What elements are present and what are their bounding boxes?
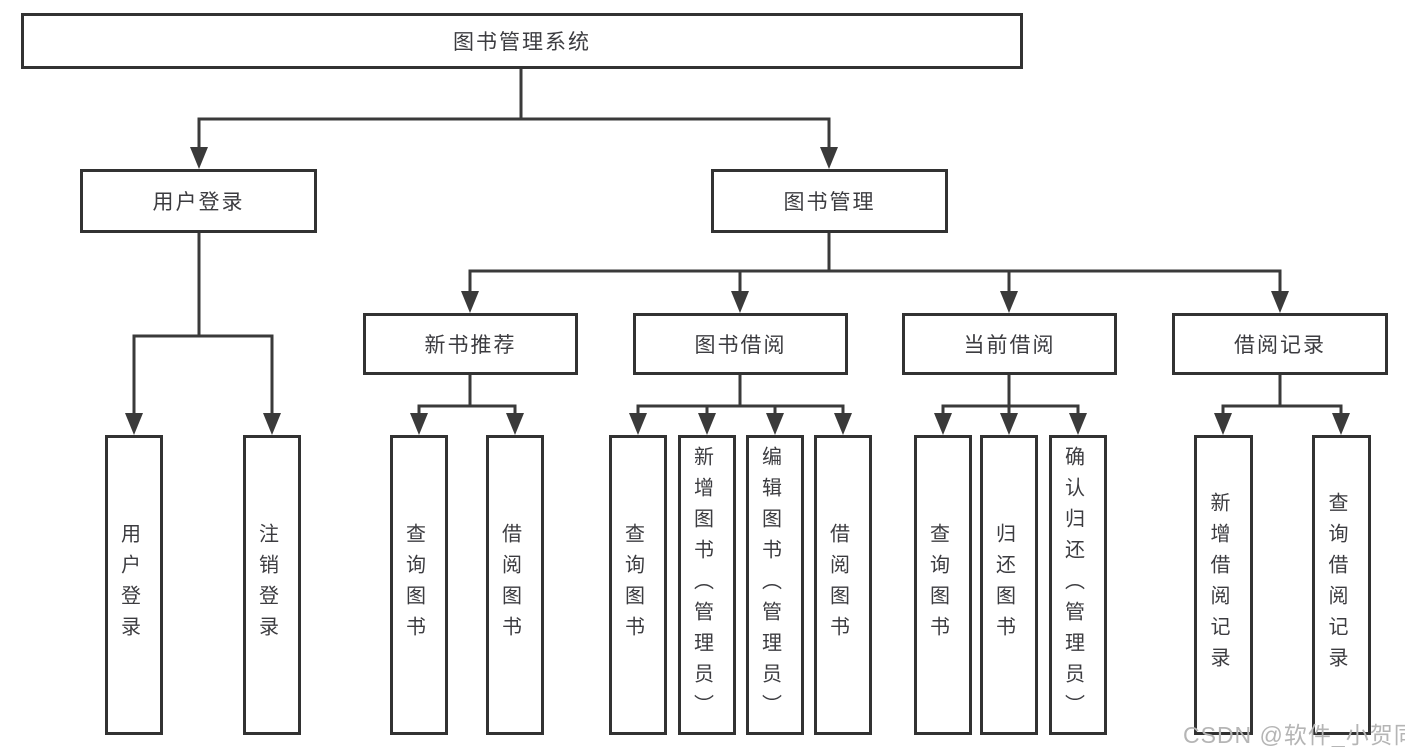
leaf-label: 查询图书 [402,523,425,647]
leaf-borrow-books: 借阅图书 [814,435,872,735]
node-book-management: 图书管理 [711,169,948,233]
leaf-edit-books-admin: 编辑图书（管理员） [746,435,804,735]
node-borrow-records: 借阅记录 [1172,313,1388,375]
node-current-borrow: 当前借阅 [902,313,1117,375]
leaf-add-books-admin: 新增图书（管理员） [678,435,736,735]
leaf-query-books-current: 查询图书 [914,435,972,735]
leaf-label: 编辑图书（管理员） [758,445,781,725]
leaf-label: 用户登录 [117,523,140,647]
node-label: 借阅记录 [1234,334,1326,357]
node-user-login: 用户登录 [80,169,317,233]
leaf-label: 确认归还（管理员） [1061,445,1084,725]
leaf-logout: 注销登录 [243,435,301,735]
leaf-label: 借阅图书 [498,523,521,647]
node-label: 用户登录 [152,191,245,214]
leaf-query-borrow-record: 查询借阅记录 [1312,435,1371,735]
leaf-label: 查询图书 [621,523,644,647]
leaf-return-books: 归还图书 [980,435,1038,735]
node-label: 图书管理 [783,191,876,214]
leaf-query-books-recommend: 查询图书 [390,435,448,735]
leaf-label: 注销登录 [255,523,278,647]
leaf-label: 新增借阅记录 [1207,492,1229,678]
leaf-label: 新增图书（管理员） [690,445,713,725]
leaf-label: 借阅图书 [826,523,849,647]
leaf-label: 归还图书 [992,523,1015,647]
node-label: 图书借阅 [694,334,787,357]
node-book-borrow: 图书借阅 [633,313,848,375]
node-label: 当前借阅 [963,334,1056,357]
leaf-confirm-return-admin: 确认归还（管理员） [1049,435,1107,735]
leaf-borrow-books-recommend: 借阅图书 [486,435,544,735]
csdn-watermark: CSDN @软件_小贺同学 [1183,722,1405,747]
node-label: 新书推荐 [424,334,517,357]
leaf-label: 查询借阅记录 [1325,492,1347,678]
node-library-management-system: 图书管理系统 [21,13,1023,69]
node-label: 图书管理系统 [453,31,591,54]
leaf-query-books: 查询图书 [609,435,667,735]
leaf-user-login: 用户登录 [105,435,163,735]
leaf-add-borrow-record: 新增借阅记录 [1194,435,1253,735]
node-new-book-recommend: 新书推荐 [363,313,578,375]
leaf-label: 查询图书 [926,523,949,647]
